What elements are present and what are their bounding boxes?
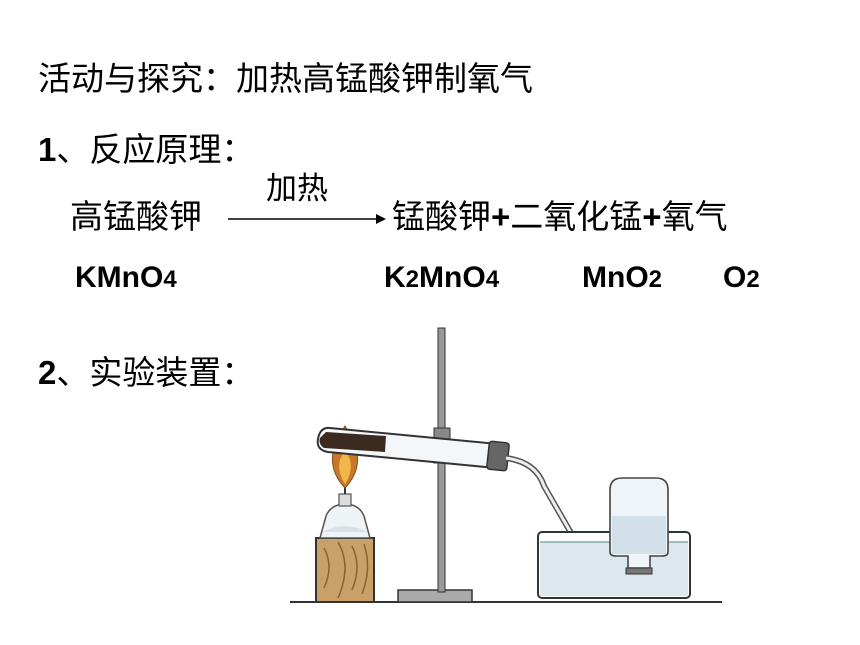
formula-text: MnO <box>419 261 486 294</box>
section-number: 2 <box>38 354 57 391</box>
product-potassium-manganate: 锰酸钾 <box>392 197 491 236</box>
formula-subscript: 2 <box>648 266 663 293</box>
test-tube-icon <box>316 426 510 472</box>
section-number: 1 <box>38 131 57 168</box>
product-manganese-dioxide: 二氧化锰 <box>510 197 643 236</box>
reaction-condition: 加热 <box>266 171 328 207</box>
product-equation: 锰酸钾+二氧化锰+氧气 <box>392 200 728 233</box>
formula-subscript: 4 <box>163 266 177 293</box>
formula-text: O <box>723 261 747 294</box>
formula-text: KMnO <box>75 261 164 294</box>
wooden-block-icon <box>315 537 375 603</box>
reaction-arrow <box>228 214 386 224</box>
plus-sign: + <box>642 198 662 235</box>
gas-collecting-bottle-icon <box>609 477 669 575</box>
section-reaction-heading: 1、反应原理： <box>38 133 254 166</box>
reactant-name: 高锰酸钾 <box>70 197 202 236</box>
formula-kmno4: KMnO4 <box>75 263 177 293</box>
alcohol-lamp-icon <box>319 486 371 539</box>
formula-text: MnO <box>582 261 649 294</box>
formula-subscript: 2 <box>405 266 420 293</box>
formula-subscript: 4 <box>485 266 500 293</box>
lab-apparatus-illustration <box>290 327 722 603</box>
formula-subscript: 2 <box>746 266 760 293</box>
section-label: 、反应原理： <box>56 130 255 169</box>
plus-sign: + <box>491 198 511 235</box>
formula-text: K <box>384 261 406 294</box>
page-title: 活动与探究：加热高锰酸钾制氧气 <box>38 59 533 98</box>
section-apparatus-heading: 2、实验装置： <box>38 356 254 389</box>
product-oxygen: 氧气 <box>661 197 728 236</box>
formula-mno2: MnO2 <box>582 263 662 293</box>
formula-o2: O2 <box>723 263 760 293</box>
section-label: 、实验装置： <box>56 353 255 392</box>
formula-k2mno4: K2MnO4 <box>384 263 499 293</box>
